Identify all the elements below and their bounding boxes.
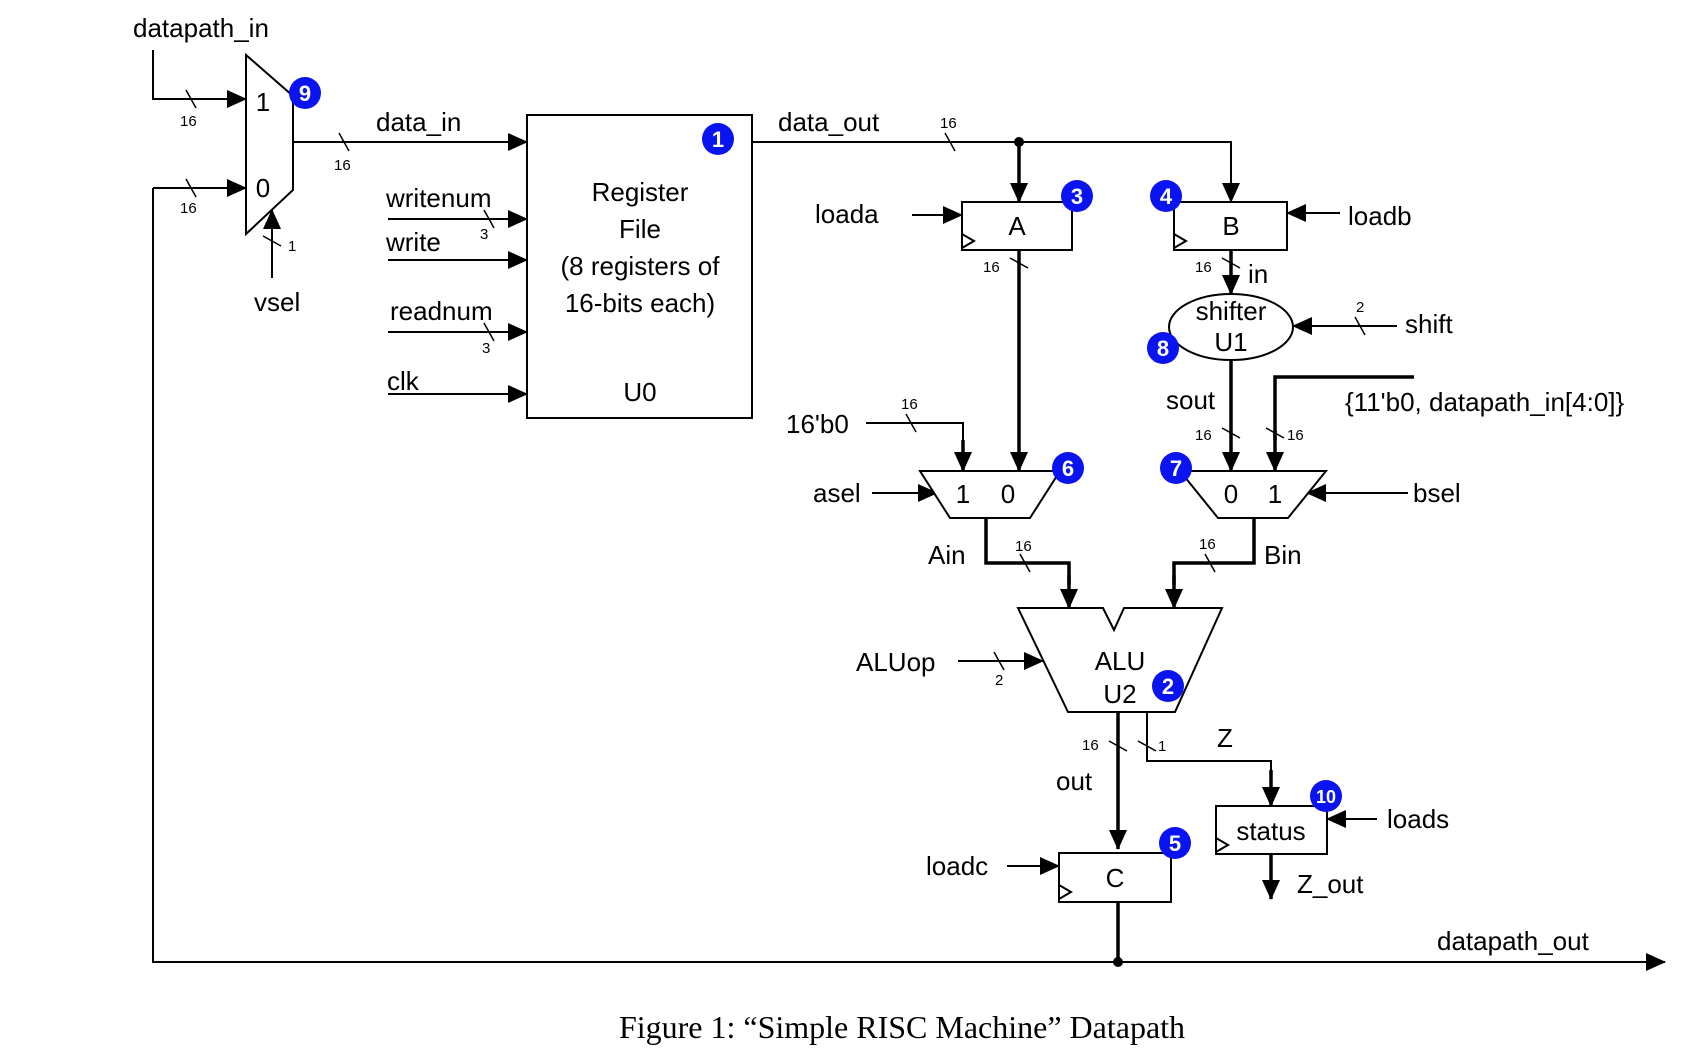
badge-9: 9 — [289, 77, 321, 109]
width-feedback: 16 — [180, 200, 197, 217]
register-file-line4: 16-bits each) — [565, 288, 715, 318]
label-write: write — [385, 227, 441, 257]
svg-text:2: 2 — [1162, 674, 1174, 699]
width-z: 1 — [1158, 738, 1166, 755]
mux-bsel-input-1: 1 — [1268, 479, 1282, 509]
label-out: out — [1056, 766, 1093, 796]
label-clk: clk — [387, 366, 420, 396]
mux-vsel-input-0: 0 — [256, 173, 270, 203]
badge-4: 4 — [1150, 180, 1182, 212]
register-file-line3: (8 registers of — [561, 251, 721, 281]
alu-line2: U2 — [1103, 679, 1136, 709]
shifter-line2: U1 — [1214, 327, 1247, 357]
register-c-block — [1058, 852, 1172, 903]
label-bsel: bsel — [1413, 478, 1461, 508]
width-a-out: 16 — [983, 259, 1000, 276]
mux-asel-input-1: 1 — [956, 479, 970, 509]
label-bin: Bin — [1264, 540, 1302, 570]
width-data-out: 16 — [940, 115, 957, 132]
width-sout: 16 — [1195, 427, 1212, 444]
badge-7: 7 — [1160, 452, 1192, 484]
label-writenum: writenum — [385, 183, 491, 213]
svg-text:7: 7 — [1170, 456, 1182, 481]
width-aluop: 2 — [995, 672, 1003, 689]
mux-bsel — [1177, 470, 1329, 519]
register-a-label: A — [1008, 211, 1026, 241]
width-bin: 16 — [1199, 536, 1216, 553]
status-register-block — [1215, 805, 1328, 855]
register-file-name: U0 — [623, 377, 656, 407]
svg-text:6: 6 — [1062, 456, 1074, 481]
width-data-in: 16 — [334, 157, 351, 174]
label-in: in — [1248, 259, 1268, 289]
label-readnum: readnum — [390, 296, 493, 326]
label-data-in: data_in — [376, 107, 461, 137]
bus-width-slashes — [185, 89, 1366, 752]
svg-text:4: 4 — [1160, 184, 1173, 209]
label-datapath-out: datapath_out — [1437, 926, 1590, 956]
badge-1: 1 — [702, 123, 734, 155]
svg-text:1: 1 — [712, 127, 724, 152]
badge-3: 3 — [1061, 180, 1093, 212]
badge-8: 8 — [1147, 332, 1179, 364]
mux-vsel-input-1: 1 — [256, 87, 270, 117]
width-immediate: 16 — [1287, 427, 1304, 444]
svg-text:5: 5 — [1169, 831, 1181, 856]
register-file-block — [526, 114, 753, 419]
svg-text:10: 10 — [1316, 787, 1336, 807]
badge-10: 10 — [1310, 780, 1342, 812]
register-c-label: C — [1106, 863, 1125, 893]
figure-caption: Figure 1: “Simple RISC Machine” Datapath — [619, 1009, 1185, 1045]
width-out: 16 — [1082, 737, 1099, 754]
register-file-line1: Register — [592, 177, 689, 207]
badges: 1 2 3 4 5 6 7 8 9 10 — [289, 77, 1342, 859]
width-shift: 2 — [1356, 299, 1364, 316]
label-aluop: ALUop — [856, 647, 936, 677]
register-a-block — [961, 201, 1073, 251]
label-data-out: data_out — [778, 107, 880, 137]
register-b-block — [1173, 201, 1288, 251]
label-sout: sout — [1166, 385, 1216, 415]
label-shift: shift — [1405, 309, 1453, 339]
shifter-line1: shifter — [1196, 296, 1267, 326]
wires — [152, 50, 1666, 971]
mux-bsel-input-0: 0 — [1224, 479, 1238, 509]
label-z-out: Z_out — [1297, 869, 1364, 899]
label-ain: Ain — [928, 540, 966, 570]
label-asel: asel — [813, 478, 861, 508]
svg-text:9: 9 — [299, 81, 311, 106]
mux-vsel — [245, 52, 294, 237]
status-register-label: status — [1236, 816, 1305, 846]
svg-text:3: 3 — [1071, 184, 1083, 209]
label-vsel: vsel — [254, 287, 300, 317]
width-b-out: 16 — [1195, 259, 1212, 276]
width-writenum: 3 — [480, 226, 488, 243]
label-z: Z — [1217, 723, 1233, 753]
label-loadc: loadc — [926, 851, 988, 881]
label-loadb: loadb — [1348, 201, 1412, 231]
badge-5: 5 — [1159, 827, 1191, 859]
badge-6: 6 — [1052, 452, 1084, 484]
width-datapath-in: 16 — [180, 113, 197, 130]
badge-2: 2 — [1152, 670, 1184, 702]
width-vsel: 1 — [288, 238, 296, 255]
alu-line1: ALU — [1095, 646, 1146, 676]
shifter-block — [1168, 293, 1294, 361]
label-16b0: 16'b0 — [786, 409, 849, 439]
svg-text:8: 8 — [1157, 336, 1169, 361]
label-datapath-in: datapath_in — [133, 13, 269, 43]
width-readnum: 3 — [482, 340, 490, 357]
mux-asel — [918, 470, 1062, 519]
mux-asel-input-0: 0 — [1001, 479, 1015, 509]
label-loads: loads — [1387, 804, 1449, 834]
label-immediate: {11'b0, datapath_in[4:0]} — [1345, 387, 1624, 417]
register-file-line2: File — [619, 214, 661, 244]
label-loada: loada — [815, 199, 879, 229]
width-16b0: 16 — [901, 396, 918, 413]
register-b-label: B — [1222, 211, 1239, 241]
width-ain: 16 — [1015, 538, 1032, 555]
